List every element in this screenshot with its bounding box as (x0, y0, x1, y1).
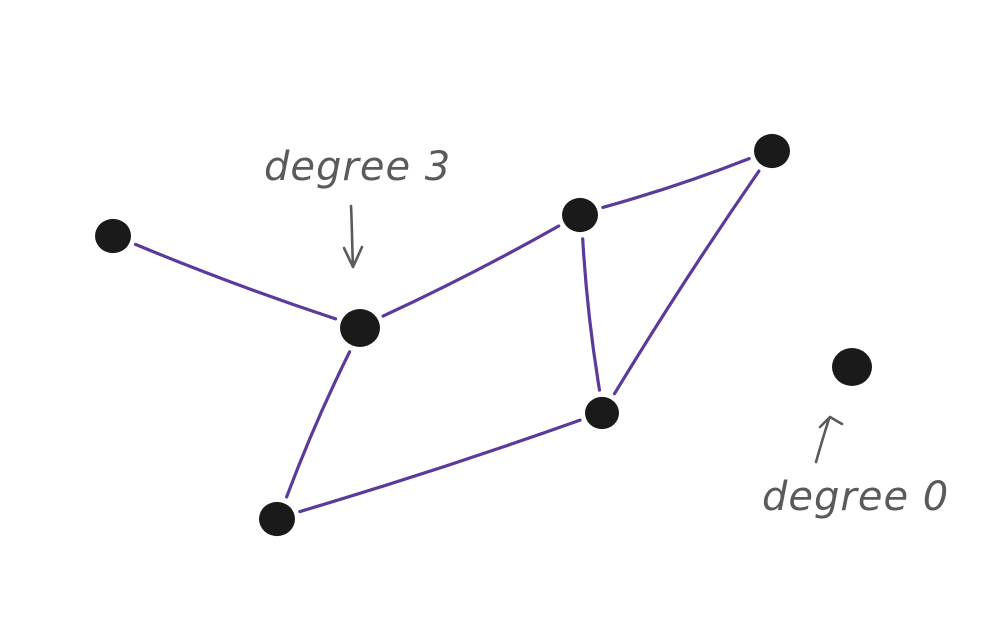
node-n1 (95, 218, 131, 254)
arrow-down-icon (342, 204, 364, 269)
node-n3 (562, 197, 598, 233)
edge-n2-n3 (381, 224, 561, 318)
edge-n1-n2 (133, 242, 338, 321)
annotation-degree-3: degree 3 (264, 144, 451, 269)
edge-n3-n6 (581, 237, 602, 392)
annotation-degree-0: degree 0 (762, 415, 949, 520)
annotation-degree-3-label: degree 3 (264, 144, 451, 190)
annotation-degree-0-label: degree 0 (762, 474, 949, 520)
node-n7 (832, 348, 872, 386)
nodes-layer (95, 133, 872, 537)
edge-n4-n6 (612, 169, 761, 396)
edge-n3-n4 (601, 157, 751, 209)
edge-n2-n5 (285, 350, 352, 499)
edges-layer (133, 157, 761, 514)
node-n2 (340, 309, 380, 347)
edge-n5-n6 (298, 418, 582, 514)
arrow-up-icon (814, 415, 844, 464)
node-n6 (585, 396, 619, 430)
node-n4 (754, 133, 790, 169)
node-n5 (259, 501, 295, 537)
